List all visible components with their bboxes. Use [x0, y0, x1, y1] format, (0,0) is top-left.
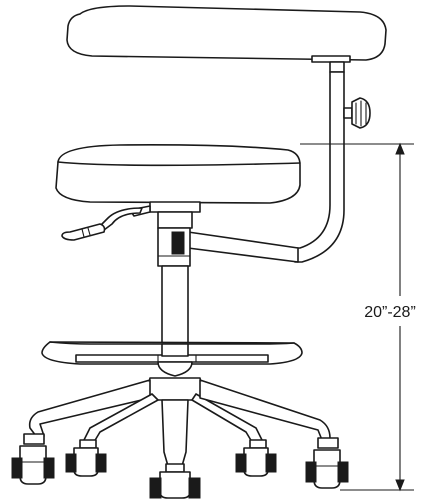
back-arm	[187, 231, 299, 263]
caster-left	[65, 439, 107, 477]
back-post	[294, 61, 345, 263]
seat-lever	[61, 207, 143, 241]
caster-center	[149, 463, 201, 499]
gas-column	[161, 265, 189, 345]
five-star-base	[28, 377, 331, 467]
height-label: 20”-28”	[364, 304, 416, 321]
caster-right	[235, 439, 277, 477]
column-clamp	[157, 227, 191, 267]
seat-mechanism	[129, 201, 201, 229]
dimension-arrow-top	[395, 142, 405, 155]
backrest-bracket	[311, 55, 351, 63]
height-dimension: 20”-28”	[300, 142, 416, 492]
seat-cushion	[55, 144, 301, 204]
dimension-arrow-bottom	[395, 479, 405, 492]
backrest	[66, 5, 387, 61]
lower-column	[157, 343, 193, 377]
backrest-knob	[343, 97, 371, 129]
caster-far-right	[305, 437, 349, 489]
caster-far-left	[11, 433, 55, 485]
